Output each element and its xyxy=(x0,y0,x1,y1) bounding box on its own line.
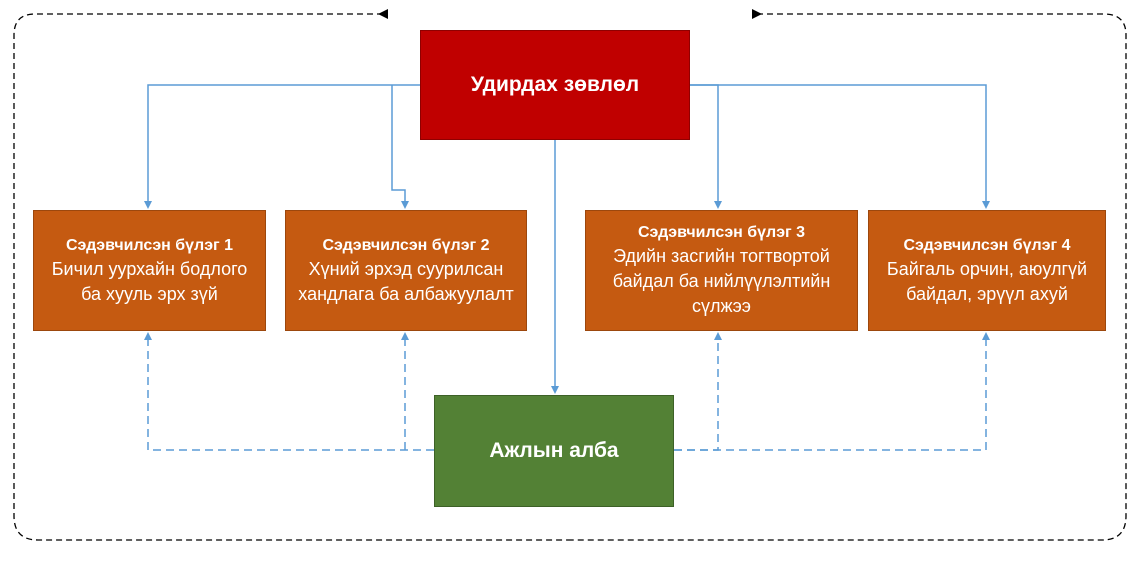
board-to-sub1-connector xyxy=(144,84,420,209)
office-to-sub3-connector xyxy=(674,332,722,451)
subcommittee-4-box: Сэдэвчилсэн бүлэг 4 Байгаль орчин, аюулг… xyxy=(868,210,1106,331)
subcommittee-4-line-1: Байгаль орчин, аюулгүй xyxy=(886,258,1088,279)
subcommittee-4-line-2: байдал, эрүүл ахуй xyxy=(906,283,1068,304)
subcommittee-2-box: Сэдэвчилсэн бүлэг 2 Хүний эрхэд суурилса… xyxy=(285,210,527,331)
board-title: Удирдах зөвлөл xyxy=(470,73,640,96)
office-to-sub4-connector xyxy=(674,332,990,451)
subcommittee-2-title: Сэдэвчилсэн бүлэг 2 xyxy=(322,236,490,254)
subcommittee-4-title: Сэдэвчилсэн бүлэг 4 xyxy=(903,236,1071,254)
subcommittee-3-box: Сэдэвчилсэн бүлэг 3 Эдийн засгийн тогтво… xyxy=(585,210,858,331)
feedback-loop-left xyxy=(13,9,570,541)
office-title: Ажлын алба xyxy=(489,439,619,462)
office-box: Ажлын алба xyxy=(434,395,674,507)
subcommittee-3-title: Сэдэвчилсэн бүлэг 3 xyxy=(637,224,806,241)
subcommittee-3-line-2: байдал ба нийлүүлэлтийн xyxy=(612,271,831,291)
board-to-sub3-connector xyxy=(690,84,722,209)
feedback-loop-right xyxy=(570,9,1127,541)
subcommittee-1-title: Сэдэвчилсэн бүлэг 1 xyxy=(65,236,234,254)
subcommittee-3-line-1: Эдийн засгийн тогтвортой xyxy=(613,246,830,266)
board-to-sub2-connector xyxy=(391,85,409,209)
office-to-sub1-connector xyxy=(144,332,434,451)
subcommittee-1-line-1: Бичил уурхайн бодлого xyxy=(51,258,248,279)
subcommittee-1-box: Сэдэвчилсэн бүлэг 1 Бичил уурхайн бодлог… xyxy=(33,210,266,331)
subcommittee-2-line-2: хандлага ба албажуулалт xyxy=(298,283,514,304)
subcommittee-2-line-1: Хүний эрхэд суурилсан xyxy=(308,258,504,279)
subcommittee-3-line-3: сүлжээ xyxy=(692,296,751,316)
board-to-sub4-connector xyxy=(690,84,990,209)
board-box: Удирдах зөвлөл xyxy=(420,30,690,140)
subcommittee-1-line-2: ба хууль эрх зүй xyxy=(81,283,218,304)
